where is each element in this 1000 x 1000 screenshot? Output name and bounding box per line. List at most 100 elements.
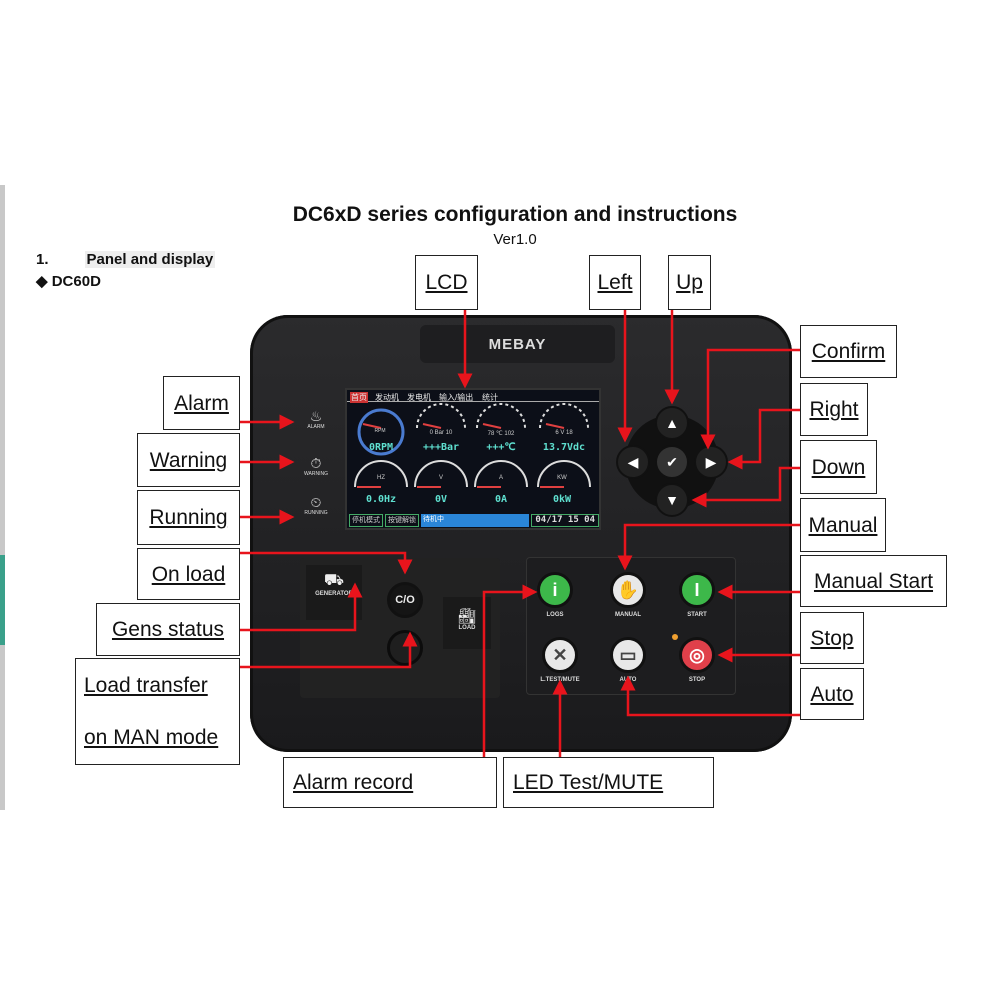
callout-arrow <box>240 582 363 632</box>
gauge-needle <box>422 423 442 429</box>
generator-label: GENERATOR <box>315 591 353 597</box>
current-readout: 0A <box>494 494 508 505</box>
co-button[interactable]: C/O <box>387 582 423 618</box>
model-heading: ◆ DC60D <box>36 272 101 290</box>
power-readout: 0kW <box>552 494 572 505</box>
alarm-indicator: ♨ALARM <box>298 408 334 430</box>
callout-gens-status: Gens status <box>96 603 240 656</box>
auto-button[interactable]: ▭ <box>610 637 646 673</box>
callout-running: Running <box>137 490 240 545</box>
rpm-readout: 0RPM <box>368 442 394 453</box>
callout-led-test: LED Test/MUTE <box>503 757 714 808</box>
callout-stop: Stop <box>800 612 864 664</box>
stop-button[interactable]: ◎ <box>679 637 715 673</box>
lcd-tab: 发电机 <box>407 393 431 402</box>
callout-right: Right <box>800 383 868 436</box>
pressure-scale: 0 Bar 10 <box>429 430 453 436</box>
callout-arrow <box>482 584 538 757</box>
load-label: LOAD <box>458 625 476 631</box>
kw-unit: KW <box>557 475 567 481</box>
gauge-arc <box>354 460 408 488</box>
gauge-arc <box>416 403 466 429</box>
callout-manual-start: Manual Start <box>800 555 947 607</box>
hz-unit: HZ <box>377 475 385 481</box>
warning-indicator: ⏱WARNING <box>298 455 334 477</box>
callout-on-load: On load <box>137 548 240 600</box>
running-icon: ⏲ <box>310 494 322 510</box>
lcd-tab: 统计 <box>482 393 498 402</box>
manual-button[interactable]: ✋ <box>610 572 646 608</box>
lcd-tab: 输入/输出 <box>439 393 474 402</box>
callout-manual: Manual <box>800 498 886 552</box>
gauge-arc <box>476 403 526 429</box>
running-indicator: ⏲RUNNING <box>298 494 334 516</box>
factory-icon: 🏭︎ <box>457 608 477 625</box>
battery-scale: 6 V 18 <box>555 430 573 436</box>
led-test-mute-button[interactable]: ✕ <box>542 637 578 673</box>
callout-arrow <box>620 675 800 717</box>
gauge-needle <box>482 423 502 429</box>
rpm-unit: RPM <box>374 428 386 434</box>
gauge-arc <box>414 460 468 488</box>
frequency-readout: 0.0Hz <box>365 494 397 505</box>
battery-voltage-readout: 13.7Vdc <box>542 442 586 453</box>
start-label: START <box>687 612 707 618</box>
page-margin-bar <box>0 185 5 810</box>
down-button[interactable]: ▼ <box>655 483 689 517</box>
callout-arrow <box>727 408 800 470</box>
section-title: Panel and display <box>84 251 216 268</box>
left-button[interactable]: ◀ <box>616 445 650 479</box>
generator-icon: ⛟ <box>323 572 345 589</box>
model-name: DC60D <box>51 273 101 290</box>
callout-arrow <box>700 348 800 450</box>
lcd-clock: 04/17 15 04 <box>531 514 599 527</box>
lcd-status-keys: 按键解锁 <box>385 514 419 527</box>
callout-arrow <box>240 551 413 575</box>
callout-load-transfer-line1: Load transfer <box>84 673 208 697</box>
v-unit: V <box>438 475 443 481</box>
manual-label: MANUAL <box>615 612 641 618</box>
logs-label: LOGS <box>546 612 564 618</box>
stop-label: STOP <box>688 677 706 683</box>
gauge-arc <box>537 460 591 488</box>
callout-load-transfer: Load transfer on MAN mode <box>75 658 240 765</box>
voltage-readout: 0V <box>434 494 448 505</box>
callout-alarm: Alarm <box>163 376 240 430</box>
gauge-arc <box>539 403 589 429</box>
lcd-tab: 发动机 <box>375 393 399 402</box>
alarm-bell-icon: ♨ <box>309 408 323 424</box>
section-number: 1. <box>36 251 49 268</box>
callout-lcd: LCD <box>415 255 478 310</box>
alarm-indicator-label: ALARM <box>307 424 325 430</box>
confirm-button[interactable]: ✔ <box>655 445 689 479</box>
logs-button[interactable]: i <box>537 572 573 608</box>
callout-confirm: Confirm <box>800 325 897 378</box>
section-heading: 1. Panel and display <box>36 251 216 268</box>
lcd-screen: 首页 发动机 发电机 输入/输出 统计 0RPM +++Bar +++℃ 13.… <box>345 388 601 530</box>
callout-auto: Auto <box>800 668 864 720</box>
callout-warning: Warning <box>137 433 240 487</box>
oil-pressure-readout: +++Bar <box>422 442 460 453</box>
callout-down: Down <box>800 440 877 494</box>
callout-arrow <box>240 631 418 669</box>
running-indicator-label: RUNNING <box>304 510 328 516</box>
lcd-gauges <box>354 403 591 488</box>
stop-led <box>672 634 678 640</box>
warning-indicator-label: WARNING <box>304 471 328 477</box>
start-button[interactable]: I <box>679 572 715 608</box>
brand-logo: MEBAY <box>420 325 615 363</box>
callout-arrow <box>691 466 800 508</box>
up-button[interactable]: ▲ <box>655 406 689 440</box>
temp-scale: 78 ℃ 102 <box>487 431 515 437</box>
callout-load-transfer-line2: on MAN mode <box>84 726 219 750</box>
gauge-needle <box>545 423 565 429</box>
callout-arrow <box>617 523 800 571</box>
temperature-readout: +++℃ <box>486 442 516 453</box>
document-title: DC6xD series configuration and instructi… <box>292 203 738 226</box>
lcd-status-state: 待机中 <box>421 514 530 527</box>
callout-left: Left <box>589 255 641 310</box>
a-unit: A <box>498 475 503 481</box>
diamond-bullet-icon: ◆ <box>36 273 48 290</box>
callout-alarm-record: Alarm record <box>283 757 497 808</box>
